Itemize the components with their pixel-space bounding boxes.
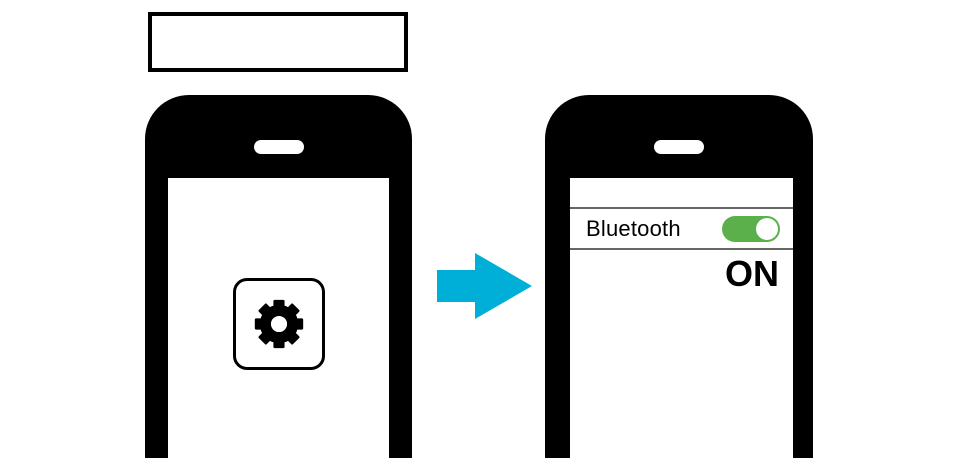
screen-header-strip [570, 178, 793, 207]
bluetooth-row: Bluetooth [570, 209, 793, 248]
row-divider [570, 207, 793, 209]
gear-icon [248, 293, 310, 355]
arrow-right-icon [437, 252, 533, 320]
speaker-slot [654, 140, 704, 154]
left-phone [145, 95, 412, 458]
right-phone-screen: Bluetooth ON [570, 178, 793, 458]
bluetooth-label: Bluetooth [586, 215, 681, 241]
row-divider [570, 248, 793, 250]
left-phone-screen [168, 178, 389, 458]
settings-app-button[interactable] [232, 278, 325, 370]
status-text: ON [725, 253, 779, 294]
speaker-slot [253, 140, 304, 154]
right-phone: Bluetooth ON [545, 95, 813, 458]
bluetooth-toggle[interactable] [722, 215, 780, 242]
toggle-knob [756, 217, 778, 240]
label-box [148, 12, 408, 72]
